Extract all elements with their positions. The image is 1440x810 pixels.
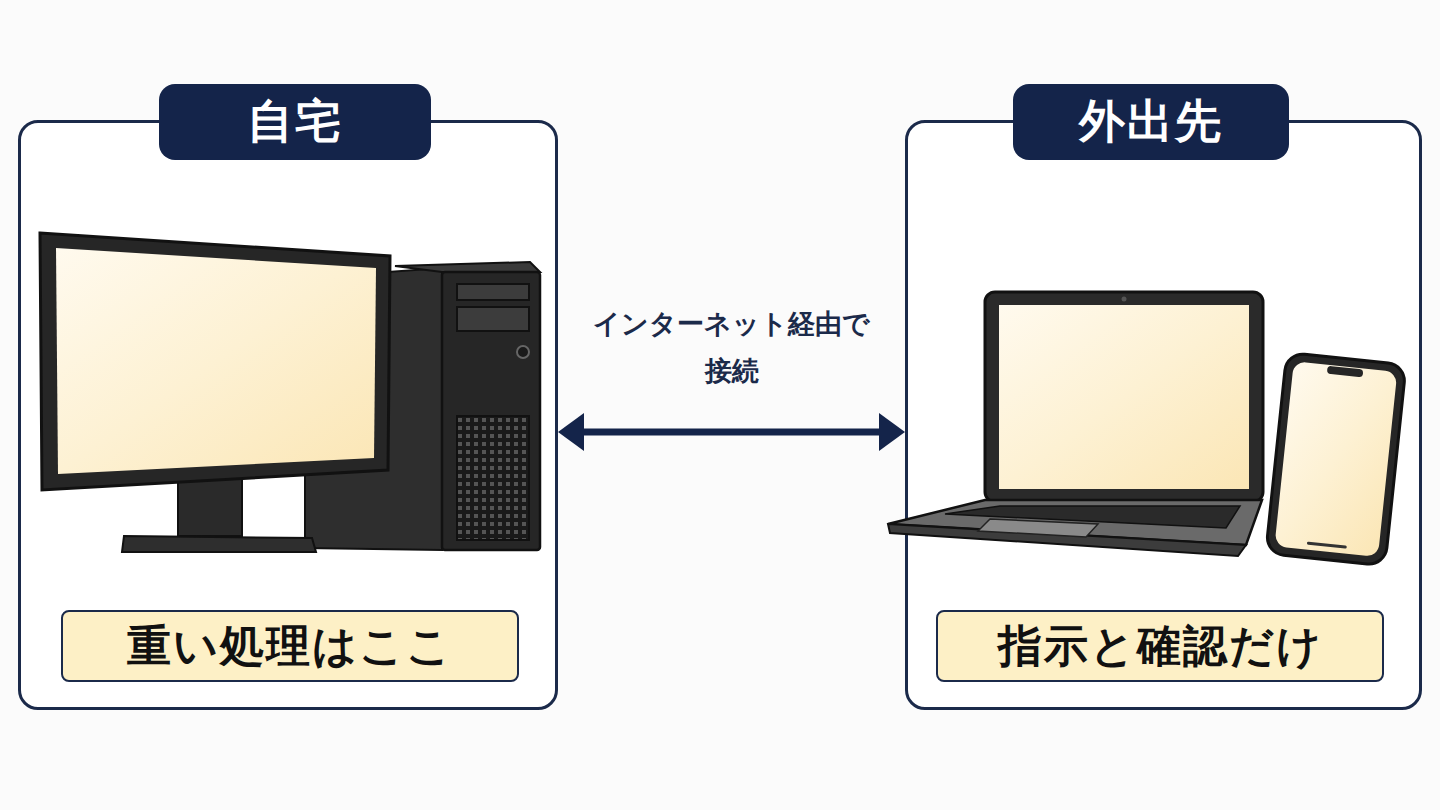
phone-body — [1266, 352, 1406, 565]
power-button — [517, 346, 529, 358]
location-panel: 自宅重い処理はここ — [18, 120, 558, 710]
laptop-keyboard — [945, 506, 1240, 528]
drive-bay — [457, 307, 529, 331]
laptop-lid — [985, 292, 1263, 502]
laptop — [888, 292, 1263, 556]
monitor-base — [122, 536, 316, 552]
drive-bay — [457, 284, 529, 300]
desktop-monitor — [40, 233, 390, 552]
role-label: 重い処理はここ — [61, 610, 519, 682]
panel-heading: 自宅 — [159, 84, 431, 160]
pc-tower — [305, 262, 540, 550]
location-panel: 外出先指示と確認だけ — [905, 120, 1422, 710]
tower-top — [395, 262, 540, 272]
smartphone — [1266, 352, 1406, 565]
role-label: 指示と確認だけ — [936, 610, 1384, 682]
monitor-screen — [56, 248, 376, 474]
connection-label: インターネット経由で 接続 — [572, 300, 892, 395]
phone-home-bar — [1307, 542, 1347, 549]
phone-notch — [1327, 366, 1364, 378]
tower-front — [442, 272, 540, 550]
laptop-camera — [1122, 297, 1127, 302]
monitor-frame — [40, 233, 390, 490]
phone-screen — [1274, 361, 1397, 557]
monitor-neck — [178, 470, 242, 536]
laptop-edge — [888, 524, 1246, 556]
label-text: 指示と確認だけ — [998, 617, 1323, 676]
tower-side — [305, 268, 442, 550]
laptop-trackpad — [978, 519, 1098, 537]
laptop-screen — [999, 305, 1249, 489]
label-text: 重い処理はここ — [127, 617, 453, 676]
panel-heading: 外出先 — [1013, 84, 1289, 160]
double-arrow — [568, 429, 895, 436]
tower-vent — [457, 416, 529, 540]
laptop-base — [888, 500, 1262, 545]
